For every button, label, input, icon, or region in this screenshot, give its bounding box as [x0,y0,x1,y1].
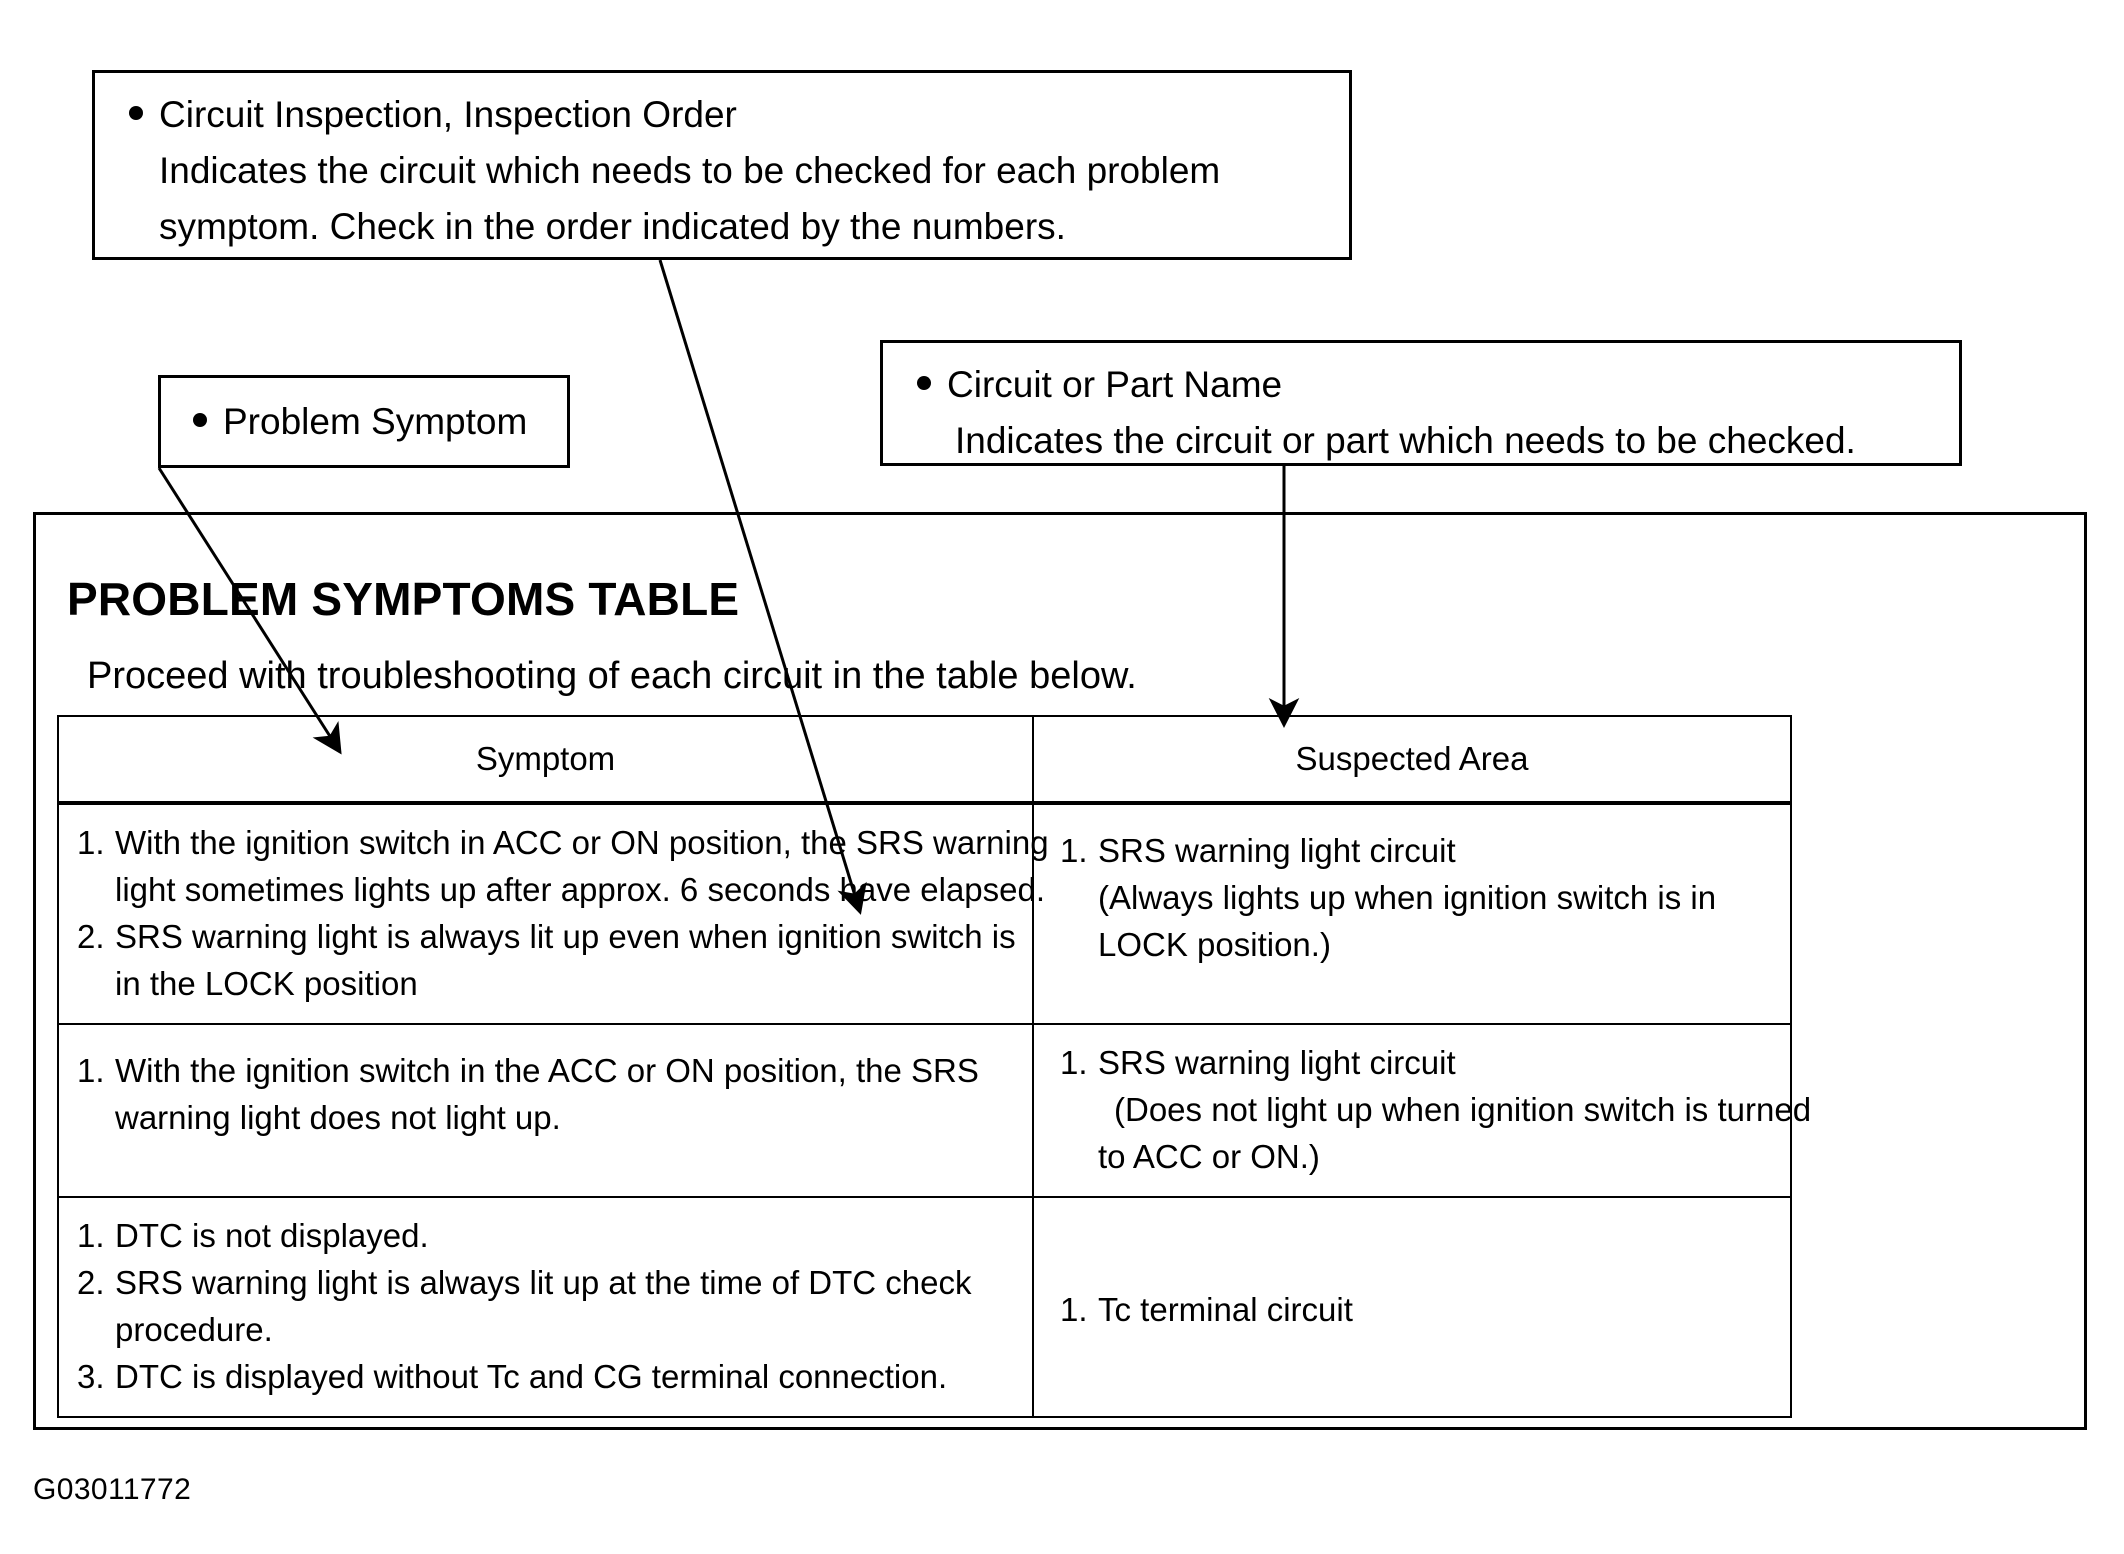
list-item: 1. With the ignition switch in ACC or ON… [77,819,1049,866]
bullet-icon [129,106,143,121]
list-item-text: Tc terminal circuit [1098,1291,1353,1328]
callout-problem-symptom: Problem Symptom [158,375,570,468]
callout-heading: Circuit or Part Name [947,364,1283,405]
list-item-continuation: light sometimes lights up after approx. … [115,871,1046,908]
callout-bullet-row: Circuit Inspection, Inspection Order [115,87,1329,143]
list-item-text: SRS warning light circuit [1098,832,1456,869]
list-item-number: 1. [1060,1291,1088,1328]
callout-line-2: Indicates the circuit or part which need… [955,420,1856,461]
table-header-row: Symptom Suspected Area [57,715,1792,805]
list-item-text: SRS warning light is always lit up at th… [115,1264,972,1301]
problem-symptoms-table: Symptom Suspected Area 1. With the ignit… [57,715,1812,1418]
list-item-continuation: (Does not light up when ignition switch … [1114,1091,1812,1128]
list-item-number: 2. [77,918,105,955]
cell-symptom: 1. With the ignition switch in the ACC o… [57,1023,1034,1198]
list-item-text: SRS warning light is always lit up even … [115,918,1016,955]
cell-suspected-area: 1. SRS warning light circuit (Does not l… [1032,1023,1812,1198]
column-header-symptom: Symptom [57,715,1034,805]
bullet-icon [917,376,931,391]
list-item-number: 1. [1060,832,1088,869]
callout-bullet-row: Problem Symptom [179,394,549,450]
list-item: 2. SRS warning light is always lit up at… [77,1259,1016,1306]
callout-circuit-inspection: Circuit Inspection, Inspection Order Ind… [92,70,1352,260]
list-item-continuation: warning light does not light up. [115,1099,561,1136]
list-item-text: DTC is displayed without Tc and CG termi… [115,1358,948,1395]
list-item-text: With the ignition switch in the ACC or O… [115,1052,979,1089]
bullet-icon [193,413,207,428]
list-item-number: 1. [77,824,105,861]
column-header-suspected-area: Suspected Area [1032,715,1792,805]
list-item-text: SRS warning light circuit [1098,1044,1456,1081]
list-item-continuation: procedure. [115,1311,273,1348]
cell-suspected-area: 1. SRS warning light circuit (Always lig… [1032,802,1792,1025]
table-row: 1. With the ignition switch in the ACC o… [57,1023,1812,1198]
list-item-continuation: LOCK position.) [1098,926,1331,963]
list-item: 1. SRS warning light circuit [1060,827,1774,874]
callout-heading: Circuit Inspection, Inspection Order [159,94,737,135]
list-item: 2. SRS warning light is always lit up ev… [77,913,1016,960]
list-item-continuation: to ACC or ON.) [1098,1138,1320,1175]
list-item-number: 3. [77,1358,105,1395]
table-row: 1. With the ignition switch in ACC or ON… [57,802,1792,1025]
cell-suspected-area: 1. Tc terminal circuit [1032,1196,1792,1418]
page-title: PROBLEM SYMPTOMS TABLE [67,573,740,625]
callout-line-2: Indicates the circuit which needs to be … [159,150,1221,191]
callout-circuit-or-part-name: Circuit or Part Name Indicates the circu… [880,340,1962,466]
list-item-text: With the ignition switch in ACC or ON po… [115,824,1049,861]
list-item: 1. Tc terminal circuit [1060,1286,1774,1333]
list-item-number: 1. [77,1217,105,1254]
list-item-continuation: (Always lights up when ignition switch i… [1098,879,1717,916]
callout-heading: Problem Symptom [223,401,528,442]
list-item-number: 2. [77,1264,105,1301]
cell-symptom: 1. With the ignition switch in ACC or ON… [57,802,1049,1025]
callout-line-3: symptom. Check in the order indicated by… [159,206,1066,247]
list-item-continuation: in the LOCK position [115,965,418,1002]
list-item: 1. DTC is not displayed. [77,1212,1016,1259]
cell-symptom: 1. DTC is not displayed. 2. SRS warning … [57,1196,1034,1418]
callout-bullet-row: Circuit or Part Name [903,357,1939,413]
figure-code-label: G03011772 [33,1473,192,1506]
problem-symptoms-section-frame [33,512,2087,1430]
list-item: 3. DTC is displayed without Tc and CG te… [77,1353,1016,1400]
section-intro-text: Proceed with troubleshooting of each cir… [87,655,1137,697]
list-item: 1. SRS warning light circuit [1060,1039,1774,1086]
table-row: 1. DTC is not displayed. 2. SRS warning … [57,1196,1792,1418]
list-item-number: 1. [77,1052,105,1089]
list-item-text: DTC is not displayed. [115,1217,429,1254]
list-item: 1. With the ignition switch in the ACC o… [77,1047,1016,1094]
list-item-number: 1. [1060,1044,1088,1081]
